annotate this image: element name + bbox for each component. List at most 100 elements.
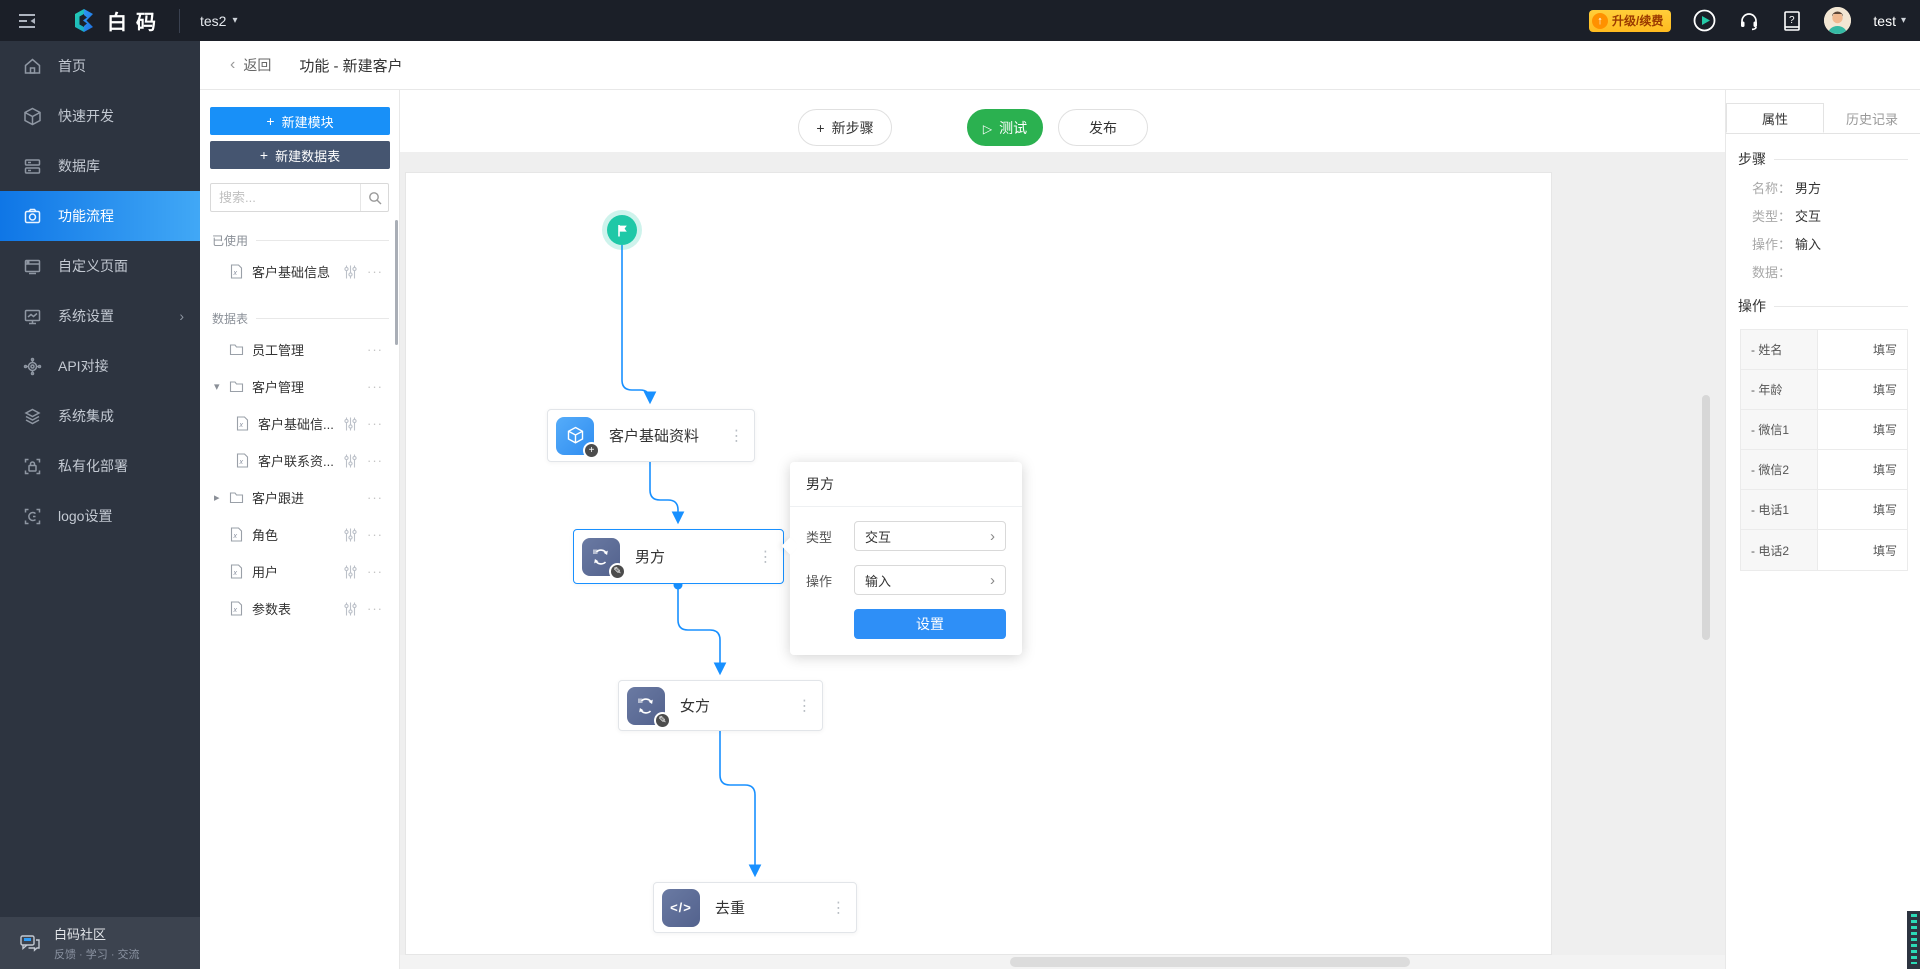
flow-viewport[interactable]: + 客户基础资料 (400, 152, 1725, 969)
panel-scrollbar[interactable] (395, 220, 398, 345)
item-menu-icon[interactable] (367, 264, 383, 279)
sliders-icon[interactable] (344, 265, 357, 279)
search-input[interactable] (211, 190, 360, 205)
table-row[interactable]: - 年龄 填写 (1741, 370, 1907, 410)
list-item-customer-contact[interactable]: x 客户联系资... (210, 442, 389, 479)
tab-properties[interactable]: 属性 (1726, 103, 1824, 133)
node-menu-icon[interactable] (758, 549, 773, 564)
sliders-icon[interactable] (344, 417, 357, 431)
svg-text:x: x (232, 607, 237, 614)
list-item-roles[interactable]: x 角色 (210, 516, 389, 553)
item-menu-icon[interactable] (367, 342, 383, 357)
node-menu-icon[interactable] (797, 698, 812, 713)
svg-text:x: x (232, 570, 237, 577)
username-label: test (1873, 12, 1896, 29)
table-row[interactable]: - 微信1 填写 (1741, 410, 1907, 450)
table-row[interactable]: - 姓名 填写 (1741, 330, 1907, 370)
page-icon (22, 256, 42, 276)
list-item-employee-mgmt[interactable]: 员工管理 (210, 331, 389, 368)
item-menu-icon[interactable] (367, 379, 383, 394)
item-menu-icon[interactable] (367, 490, 383, 505)
new-module-button[interactable]: 新建模块 (210, 107, 390, 135)
node-menu-icon[interactable] (831, 900, 846, 915)
user-menu[interactable]: test (1873, 13, 1906, 29)
play-tutorial-icon[interactable] (1693, 9, 1716, 32)
flow-node-dedupe[interactable]: </> 去重 (653, 882, 857, 933)
cube-icon (22, 106, 42, 126)
properties-panel: 属性 历史记录 步骤 名称：男方 类型：交互 操作：输入 数据： (1725, 90, 1920, 969)
chevron-right-icon (179, 308, 184, 324)
sidebar-item-database[interactable]: 数据库 (0, 141, 200, 191)
help-manual-icon[interactable]: ? (1782, 10, 1802, 32)
sidebar-item-system-settings[interactable]: 系统设置 (0, 291, 200, 341)
interaction-sync-icon: ✎ (582, 537, 626, 580)
caret-right-icon[interactable] (214, 491, 228, 504)
sidebar-item-logo-settings[interactable]: logo设置 (0, 491, 200, 541)
page-title: 功能 - 新建客户 (299, 57, 403, 75)
support-headset-icon[interactable] (1738, 10, 1760, 32)
user-avatar[interactable] (1824, 7, 1852, 34)
sidebar-item-flows[interactable]: 功能流程 (0, 191, 200, 241)
back-label: 返回 (243, 57, 272, 73)
sidebar-item-label: 功能流程 (58, 208, 114, 224)
list-item-users[interactable]: x 用户 (210, 553, 389, 590)
flow-node-female[interactable]: ✎ 女方 (618, 680, 823, 731)
tab-history[interactable]: 历史记录 (1845, 111, 1898, 127)
new-step-button[interactable]: 新步骤 (798, 109, 892, 146)
sliders-icon[interactable] (344, 565, 357, 579)
sidebar-item-custom-pages[interactable]: 自定义页面 (0, 241, 200, 291)
settings-button[interactable]: 设置 (854, 609, 1006, 639)
node-menu-icon[interactable] (729, 428, 744, 443)
chevron-right-icon (990, 528, 995, 545)
list-item-customer-followup[interactable]: 客户跟进 (210, 479, 389, 516)
search-icon[interactable] (360, 184, 388, 211)
page-scrollbar-thumb[interactable] (1910, 914, 1917, 964)
table-row[interactable]: - 微信2 填写 (1741, 450, 1907, 490)
svg-text:?: ? (1789, 15, 1795, 26)
sliders-icon[interactable] (344, 528, 357, 542)
page-scrollbar[interactable] (1907, 911, 1920, 969)
item-menu-icon[interactable] (367, 601, 383, 616)
item-menu-icon[interactable] (367, 527, 383, 542)
app-logo[interactable]: 白码 (70, 6, 165, 35)
sidebar-item-home[interactable]: 首页 (0, 41, 200, 91)
sidebar-item-integrations[interactable]: 系统集成 (0, 391, 200, 441)
item-menu-icon[interactable] (367, 453, 383, 468)
back-button[interactable]: 返回 (230, 55, 271, 75)
flow-node-male[interactable]: ✎ 男方 (573, 529, 784, 584)
list-item-customer-mgmt[interactable]: 客户管理 (210, 368, 389, 405)
canvas-vertical-scrollbar[interactable] (1702, 395, 1710, 640)
node-settings-popup: 男方 类型 交互 操作 (790, 462, 1022, 655)
sidebar-item-quick-dev[interactable]: 快速开发 (0, 91, 200, 141)
workspace-switcher[interactable]: tes2 (200, 13, 238, 29)
sliders-icon[interactable] (344, 602, 357, 616)
sidebar-item-private-deploy[interactable]: 私有化部署 (0, 441, 200, 491)
table-row[interactable]: - 电话1 填写 (1741, 490, 1907, 530)
list-item-label: 客户联系资... (258, 454, 334, 469)
list-item-customer-base[interactable]: x 客户基础信... (210, 405, 389, 442)
list-item-label: 客户基础信息 (252, 265, 331, 280)
type-select[interactable]: 交互 (854, 521, 1006, 551)
operation-select[interactable]: 输入 (854, 565, 1006, 595)
caret-down-icon[interactable] (214, 380, 228, 393)
logo-text: 白码 (107, 12, 165, 34)
flow-icon (22, 206, 42, 226)
canvas-horizontal-scrollbar[interactable] (1010, 957, 1410, 967)
item-menu-icon[interactable] (367, 564, 383, 579)
sidebar-item-api[interactable]: API对接 (0, 341, 200, 391)
new-table-button[interactable]: 新建数据表 (210, 141, 390, 169)
sidebar-item-label: 快速开发 (58, 108, 114, 124)
list-item-customer-base-info[interactable]: x 客户基础信息 (210, 253, 389, 290)
publish-button[interactable]: 发布 (1058, 109, 1148, 146)
upgrade-renew-button[interactable]: ↑ 升级/续费 (1589, 9, 1672, 32)
op-field-name: - 电话1 (1741, 490, 1818, 529)
flow-start-node[interactable] (607, 215, 637, 245)
table-row[interactable]: - 电话2 填写 (1741, 530, 1907, 570)
collapse-menu-icon[interactable] (18, 12, 42, 30)
test-button[interactable]: 测试 (967, 109, 1043, 146)
community-link[interactable]: 白码社区 反馈 · 学习 · 交流 (0, 917, 200, 969)
list-item-params[interactable]: x 参数表 (210, 590, 389, 627)
flow-node-customer-base-data[interactable]: + 客户基础资料 (547, 409, 755, 462)
item-menu-icon[interactable] (367, 416, 383, 431)
sliders-icon[interactable] (344, 454, 357, 468)
